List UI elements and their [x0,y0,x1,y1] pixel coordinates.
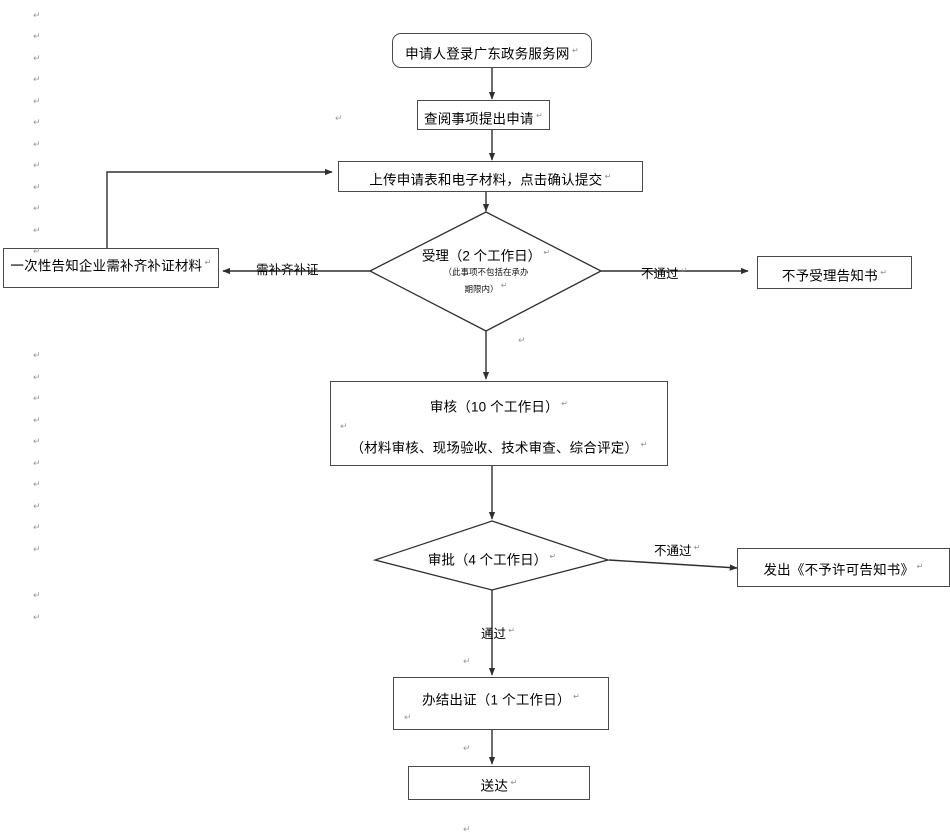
paragraph-mark-5: ↵ [33,118,41,128]
paragraph-mark-11: ↵ [33,247,41,257]
return-mark: ↵ [547,552,557,561]
paragraph-mark-10: ↵ [33,226,41,236]
inline-paragraph-mark-1: ↵ [518,336,526,346]
edge-label-accept-fail: 不通过 ↵ [641,266,688,282]
paragraph-mark-16: ↵ [33,437,41,447]
paragraph-mark-19: ↵ [33,502,41,512]
paragraph-mark-23: ↵ [33,613,41,623]
return-mark: ↵ [638,439,648,449]
node-accept-sub-line1: （此事项不包括在承办 [443,266,529,277]
paragraph-mark-12: ↵ [33,351,41,361]
node-review-sub-label: （材料审核、现场验收、技术审查、综合评定） ↵ [350,439,648,456]
node-issue-label: 办结出证（1 个工作日） ↵ [422,692,580,708]
paragraph-mark-9: ↵ [33,204,41,214]
node-accept-label: 受理（2 个工作日） ↵ [421,248,551,264]
paragraph-mark-4: ↵ [33,97,41,107]
edge-label-approval-pass: 通过 ↵ [481,626,515,642]
edge-approval-to-reject-permit [608,559,738,571]
return-mark: ↵ [533,111,543,120]
return-mark: ↵ [914,562,924,571]
inline-paragraph-mark-4: ↵ [404,713,412,723]
node-approval[interactable]: 审批（4 个工作日） ↵ [392,549,592,571]
return-mark: ↵ [506,626,515,635]
node-notify-supplement[interactable]: 一次性告知企业需补齐补证材料 ↵ [3,248,219,288]
paragraph-mark-6: ↵ [33,140,41,150]
paragraph-mark-2: ↵ [33,54,41,64]
node-notify-supplement-label: 一次性告知企业需补齐补证材料 ↵ [10,258,212,274]
inline-paragraph-mark-5: ↵ [463,744,471,754]
node-upload[interactable]: 上传申请表和电子材料，点击确认提交 ↵ [338,161,643,192]
paragraph-mark-13: ↵ [33,373,41,383]
paragraph-mark-21: ↵ [33,545,41,555]
paragraph-mark-15: ↵ [33,416,41,426]
paragraph-mark-17: ↵ [33,459,41,469]
node-issue[interactable]: 办结出证（1 个工作日） ↵ [393,677,609,730]
node-reject-permit[interactable]: 发出《不予许可告知书》 ↵ [737,548,950,587]
return-mark: ↵ [602,172,612,181]
node-reject-accept[interactable]: 不予受理告知书 ↵ [757,256,912,289]
paragraph-mark-7: ↵ [33,161,41,171]
return-mark: ↵ [569,46,579,55]
paragraph-mark-3: ↵ [33,75,41,85]
return-mark: ↵ [541,248,551,257]
node-deliver-label: 送达 ↵ [480,778,518,794]
node-review[interactable]: 审核（10 个工作日） ↵ （材料审核、现场验收、技术审查、综合评定） ↵ [330,381,668,466]
return-mark: ↵ [691,543,701,552]
node-login[interactable]: 申请人登录广东政务服务网 ↵ [392,33,592,68]
paragraph-mark-14: ↵ [33,394,41,404]
return-mark: ↵ [508,778,518,787]
node-review-label: 审核（10 个工作日） ↵ [429,399,569,415]
edge-label-need-supplement: 需补齐补证 [256,263,319,277]
paragraph-mark-22: ↵ [33,591,41,601]
return-mark: ↵ [202,258,212,267]
return-mark: ↵ [877,268,888,277]
edge-label-approval-fail: 不通过 ↵ [654,543,701,559]
return-mark: ↵ [558,399,569,408]
node-deliver[interactable]: 送达 ↵ [408,766,590,800]
node-login-label: 申请人登录广东政务服务网 ↵ [405,46,579,62]
node-upload-label: 上传申请表和电子材料，点击确认提交 ↵ [369,172,612,188]
return-mark: ↵ [570,692,580,701]
edge-supplement-to-upload [106,168,333,248]
inline-paragraph-mark-2: ↵ [340,422,348,432]
paragraph-mark-18: ↵ [33,480,41,490]
inline-paragraph-mark-6: ↵ [463,825,471,835]
return-mark: ↵ [498,280,508,290]
node-browse-label: 查阅事项提出申请 ↵ [424,111,543,127]
paragraph-mark-20: ↵ [33,523,41,533]
node-approval-label: 审批（4 个工作日） ↵ [427,552,557,568]
node-browse[interactable]: 查阅事项提出申请 ↵ [417,100,550,130]
node-reject-permit-label: 发出《不予许可告知书》 ↵ [763,562,924,578]
inline-paragraph-mark-3: ↵ [463,657,471,667]
paragraph-mark-0: ↵ [33,11,41,21]
paragraph-mark-1: ↵ [33,32,41,42]
node-accept-sub-line2: 期限内） ↵ [464,280,508,294]
node-accept[interactable]: 受理（2 个工作日） ↵ （此事项不包括在承办 期限内） ↵ [376,245,596,315]
inline-paragraph-mark-0: ↵ [335,114,343,124]
node-reject-accept-label: 不予受理告知书 ↵ [781,268,888,284]
return-mark: ↵ [678,266,688,275]
paragraph-mark-8: ↵ [33,183,41,193]
